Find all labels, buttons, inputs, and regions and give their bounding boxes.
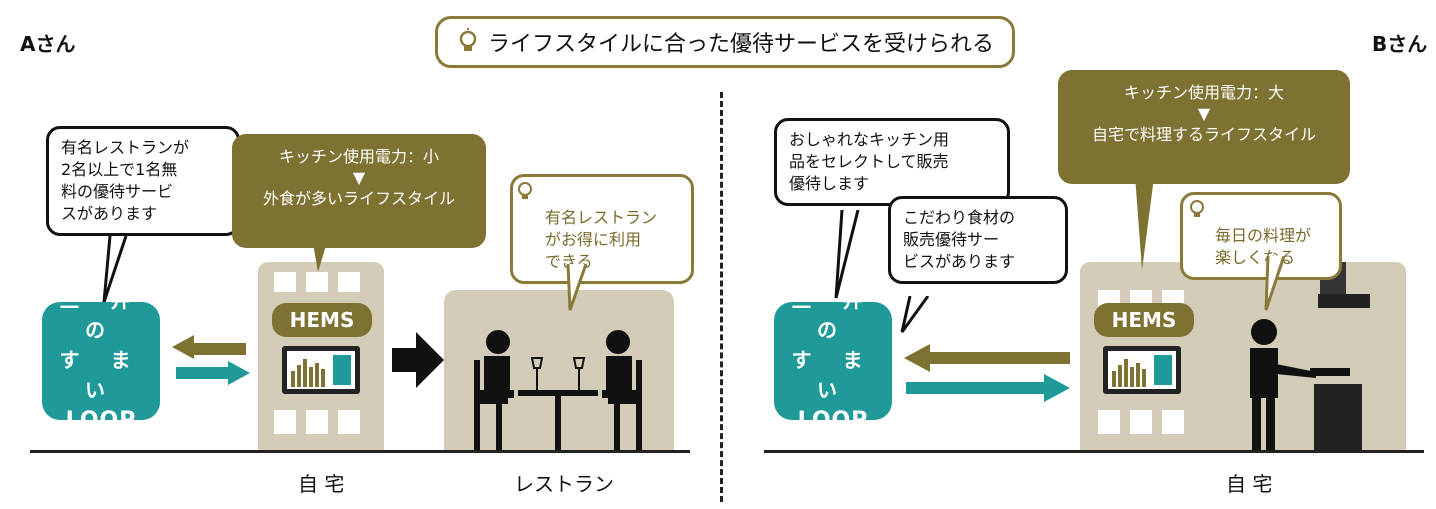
window (338, 410, 360, 434)
ground-line-a (30, 450, 690, 453)
window (338, 272, 360, 292)
dining-couple-icon (474, 330, 642, 450)
bubble-tail (566, 264, 588, 311)
hems-monitor-icon (282, 346, 360, 394)
exchange-arrows-long (904, 344, 1070, 402)
hems-monitor-icon (1103, 346, 1181, 394)
usage-arrow: ▼ (1197, 104, 1211, 123)
benefit-text-b: 毎日の料理が 楽しくなる (1215, 226, 1312, 267)
window (274, 272, 296, 292)
benefit-bubble-b: 毎日の料理が 楽しくなる (1180, 192, 1342, 280)
loop-line3: LOOP (65, 408, 137, 433)
person-a-label: Aさん (20, 32, 76, 56)
loop-line2: す ま い (59, 348, 143, 402)
usage-line2: 自宅で料理するライフスタイル (1091, 125, 1316, 144)
page-title: ライフスタイルに合った優待サービスを受けられる (435, 16, 1015, 68)
usage-arrow: ▼ (352, 168, 366, 187)
bubble-tail (1134, 162, 1156, 270)
benefit-bubble-a: 有名レストラン がお得に利用 できる (510, 174, 694, 284)
usage-bubble-b: キッチン使用電力：大 ▼ 自宅で料理するライフスタイル (1058, 70, 1350, 184)
person-b-label: Bさん (1372, 32, 1428, 56)
arrow-right-icon (392, 332, 444, 388)
bubble-tail (1264, 256, 1286, 311)
restaurant-offer-bubble: 有名レストランが 2名以上で1名無 料の優待サービ スがあります (46, 126, 240, 236)
usage-line2: 外食が多いライフスタイル (262, 189, 455, 208)
loop-line3: LOOP (797, 408, 869, 433)
lightbulb-icon (518, 182, 532, 199)
cooking-person-icon (1250, 262, 1370, 452)
usage-line1: キッチン使用電力：小 (278, 147, 439, 166)
loop-line1: 三 井 の (791, 288, 875, 342)
lightbulb-icon (1190, 200, 1204, 217)
page-title-text: ライフスタイルに合った優待サービスを受けられる (487, 32, 994, 57)
loop-box-b: 三 井 の す ま い LOOP (774, 288, 892, 433)
food-offer-bubble: こだわり食材の 販売優待サー ビスがあります (888, 196, 1068, 284)
window (274, 410, 296, 434)
kitchen-goods-bubble: おしゃれなキッチン用 品をセレクトして販売 優待します (774, 118, 1010, 206)
exchange-arrows (172, 335, 250, 385)
hems-badge-a: HEMS (272, 303, 372, 337)
bubble-tail (834, 210, 860, 299)
bubble-tail (900, 296, 930, 333)
window (1162, 410, 1184, 434)
caption-home-b: 自 宅 (1226, 472, 1273, 496)
loop-box-a: 三 井 の す ま い LOOP (42, 288, 160, 433)
hems-badge-b: HEMS (1094, 303, 1194, 337)
window (306, 410, 328, 434)
loop-line2: す ま い (791, 348, 875, 402)
usage-line1: キッチン使用電力：大 (1123, 83, 1284, 102)
bubble-tail (310, 226, 332, 272)
window (306, 272, 328, 292)
divider (720, 92, 723, 502)
usage-bubble-a: キッチン使用電力：小 ▼ 外食が多いライフスタイル (232, 134, 486, 248)
benefit-text-a: 有名レストラン がお得に利用 できる (545, 208, 658, 271)
caption-home-a: 自 宅 (298, 472, 345, 496)
ground-line-b (764, 450, 1424, 453)
caption-restaurant: レストラン (514, 472, 614, 496)
lightbulb-icon (459, 28, 477, 51)
window (1130, 410, 1152, 434)
loop-line1: 三 井 の (59, 288, 143, 342)
window (1098, 410, 1120, 434)
